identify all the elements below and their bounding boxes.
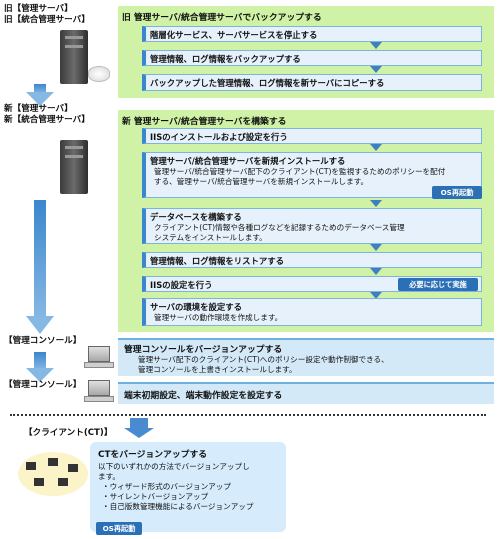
arrow-down-icon xyxy=(370,244,382,251)
backup-step-3: バックアップした管理情報、ログ情報を新サーバにコピーする xyxy=(142,74,482,91)
old-server-label-line1: 旧【管理サーバ】 xyxy=(4,4,73,14)
client-upgrade-box: CTをバージョンアップする 以下のいずれかの方法でバージョンアップし ます。 ・… xyxy=(90,442,286,532)
build-step-iis-config: IISの設定を行う xyxy=(142,276,482,292)
desc-line: 以下のいずれかの方法でバージョンアップし xyxy=(98,462,250,471)
client-arrow-shaft xyxy=(130,418,148,430)
arrow-down-icon xyxy=(370,66,382,73)
client-upgrade-title: CTをバージョンアップする xyxy=(98,450,208,460)
build-section-title: 新 管理サーバ/統合管理サーバを構築する xyxy=(122,117,287,127)
build-step-database-desc: クライアント(CT)情報や各種ログなどを記録するためのデータベース管理 システム… xyxy=(146,223,481,243)
backup-step-2-title: 管理情報、ログ情報をバックアップする xyxy=(150,54,301,64)
arrow-down-icon xyxy=(370,292,382,299)
method-item: ・自己版数管理機能によるバージョンアップ xyxy=(102,502,254,511)
backup-step-1: 階層化サービス、サーバサービスを停止する xyxy=(142,26,482,42)
client-network-icon xyxy=(18,452,88,496)
backup-section-title: 旧 管理サーバ/統合管理サーバでバックアップする xyxy=(122,13,322,23)
old-server-label-line2: 旧【統合管理サーバ】 xyxy=(4,15,90,25)
console-keyboard-icon xyxy=(84,362,114,368)
console-upgrade-title: 管理コンソールをバージョンアップする xyxy=(124,345,283,355)
arrow-down-icon xyxy=(370,200,382,207)
new-server-icon xyxy=(60,140,88,194)
console-pc-icon xyxy=(88,380,110,396)
flow-arrow-1-head xyxy=(26,92,54,106)
flow-arrow-3-shaft xyxy=(34,352,46,370)
disk-icon xyxy=(88,66,110,82)
client-upgrade-methods: ・ウィザード形式のバージョンアップ ・サイレントバージョンアップ ・自己版数管理… xyxy=(90,482,286,512)
method-item: ・サイレントバージョンアップ xyxy=(102,492,209,501)
flow-arrow-2-head xyxy=(26,316,54,334)
desc-line: ます。 xyxy=(98,472,121,481)
new-server-label-line1: 新【管理サーバ】 xyxy=(4,104,73,114)
build-step-environment-title: サーバの環境を設定する xyxy=(150,302,243,312)
optional-badge: 必要に応じて実施 xyxy=(398,278,478,291)
method-item: ・ウィザード形式のバージョンアップ xyxy=(102,482,231,491)
client-arrow-head xyxy=(124,428,154,438)
new-server-label: 新【管理サーバ】 新【統合管理サーバ】 xyxy=(4,104,90,126)
console-upgrade-section: 管理コンソールをバージョンアップする 管理サーバ配下のクライアント(CT)へのポ… xyxy=(118,338,494,376)
build-step-server-install-desc: 管理サーバ/統合管理サーバ配下のクライアント(CT)を監視するためのポリシーを配… xyxy=(146,167,481,187)
old-server-icon xyxy=(60,30,88,84)
client-upgrade-desc: 以下のいずれかの方法でバージョンアップし ます。 xyxy=(90,462,286,482)
old-server-label: 旧【管理サーバ】 旧【統合管理サーバ】 xyxy=(4,4,90,26)
desc-line: システムをインストールします。 xyxy=(154,233,267,242)
build-step-iis-install: IISのインストールおよび設定を行う xyxy=(142,128,482,144)
console-settings-title: 端末初期設定、端末動作設定を設定する xyxy=(124,391,283,401)
os-reboot-badge: OS再起動 xyxy=(96,522,142,535)
build-step-server-install: 管理サーバ/統合管理サーバを新規インストールする 管理サーバ/統合管理サーバ配下… xyxy=(142,152,482,198)
new-server-label-line2: 新【統合管理サーバ】 xyxy=(4,115,90,125)
console-label-2: 【管理コンソール】 xyxy=(4,380,82,390)
console-keyboard-icon xyxy=(84,396,114,402)
desc-line: 管理コンソールを上書きインストールします。 xyxy=(138,365,297,374)
build-step-database: データベースを構築する クライアント(CT)情報や各種ログなどを記録するためのデ… xyxy=(142,208,482,244)
build-step-iis-install-title: IISのインストールおよび設定を行う xyxy=(150,132,288,142)
build-step-server-install-title: 管理サーバ/統合管理サーバを新規インストールする xyxy=(150,156,346,166)
build-step-environment-desc: 管理サーバの動作環境を作成します。 xyxy=(154,313,283,322)
backup-step-1-title: 階層化サービス、サーバサービスを停止する xyxy=(150,30,318,40)
desc-line: 管理サーバ配下のクライアント(CT)へのポリシー設定や動作制御できる、 xyxy=(138,355,389,364)
flow-arrow-2-shaft xyxy=(34,200,46,318)
build-step-restore-title: 管理情報、ログ情報をリストアする xyxy=(150,256,284,266)
console-pc-icon xyxy=(88,346,110,362)
client-label: 【クライアント(CT)】 xyxy=(24,428,113,438)
console-settings-section: 端末初期設定、端末動作設定を設定する xyxy=(118,382,494,404)
build-step-iis-config-title: IISの設定を行う xyxy=(150,280,213,290)
arrow-down-icon xyxy=(370,42,382,49)
section-divider xyxy=(10,414,486,416)
os-reboot-badge: OS再起動 xyxy=(432,186,482,199)
console-upgrade-desc: 管理サーバ配下のクライアント(CT)へのポリシー設定や動作制御できる、 管理コン… xyxy=(118,355,494,375)
flow-arrow-3-head xyxy=(26,368,54,382)
build-step-environment: サーバの環境を設定する 管理サーバの動作環境を作成します。 xyxy=(142,298,482,326)
desc-line: クライアント(CT)情報や各種ログなどを記録するためのデータベース管理 xyxy=(154,223,405,232)
build-step-database-title: データベースを構築する xyxy=(150,212,242,222)
arrow-down-icon xyxy=(370,144,382,151)
backup-step-2: 管理情報、ログ情報をバックアップする xyxy=(142,50,482,66)
desc-line: 管理サーバ/統合管理サーバ配下のクライアント(CT)を監視するためのポリシーを配… xyxy=(154,167,446,176)
arrow-down-icon xyxy=(370,268,382,275)
console-label-1: 【管理コンソール】 xyxy=(4,336,82,346)
flow-arrow-1-shaft xyxy=(34,84,46,94)
build-step-restore: 管理情報、ログ情報をリストアする xyxy=(142,252,482,268)
backup-step-3-title: バックアップした管理情報、ログ情報を新サーバにコピーする xyxy=(150,78,385,88)
desc-line: する、管理サーバ/統合管理サーバを新規インストールします。 xyxy=(154,177,369,186)
